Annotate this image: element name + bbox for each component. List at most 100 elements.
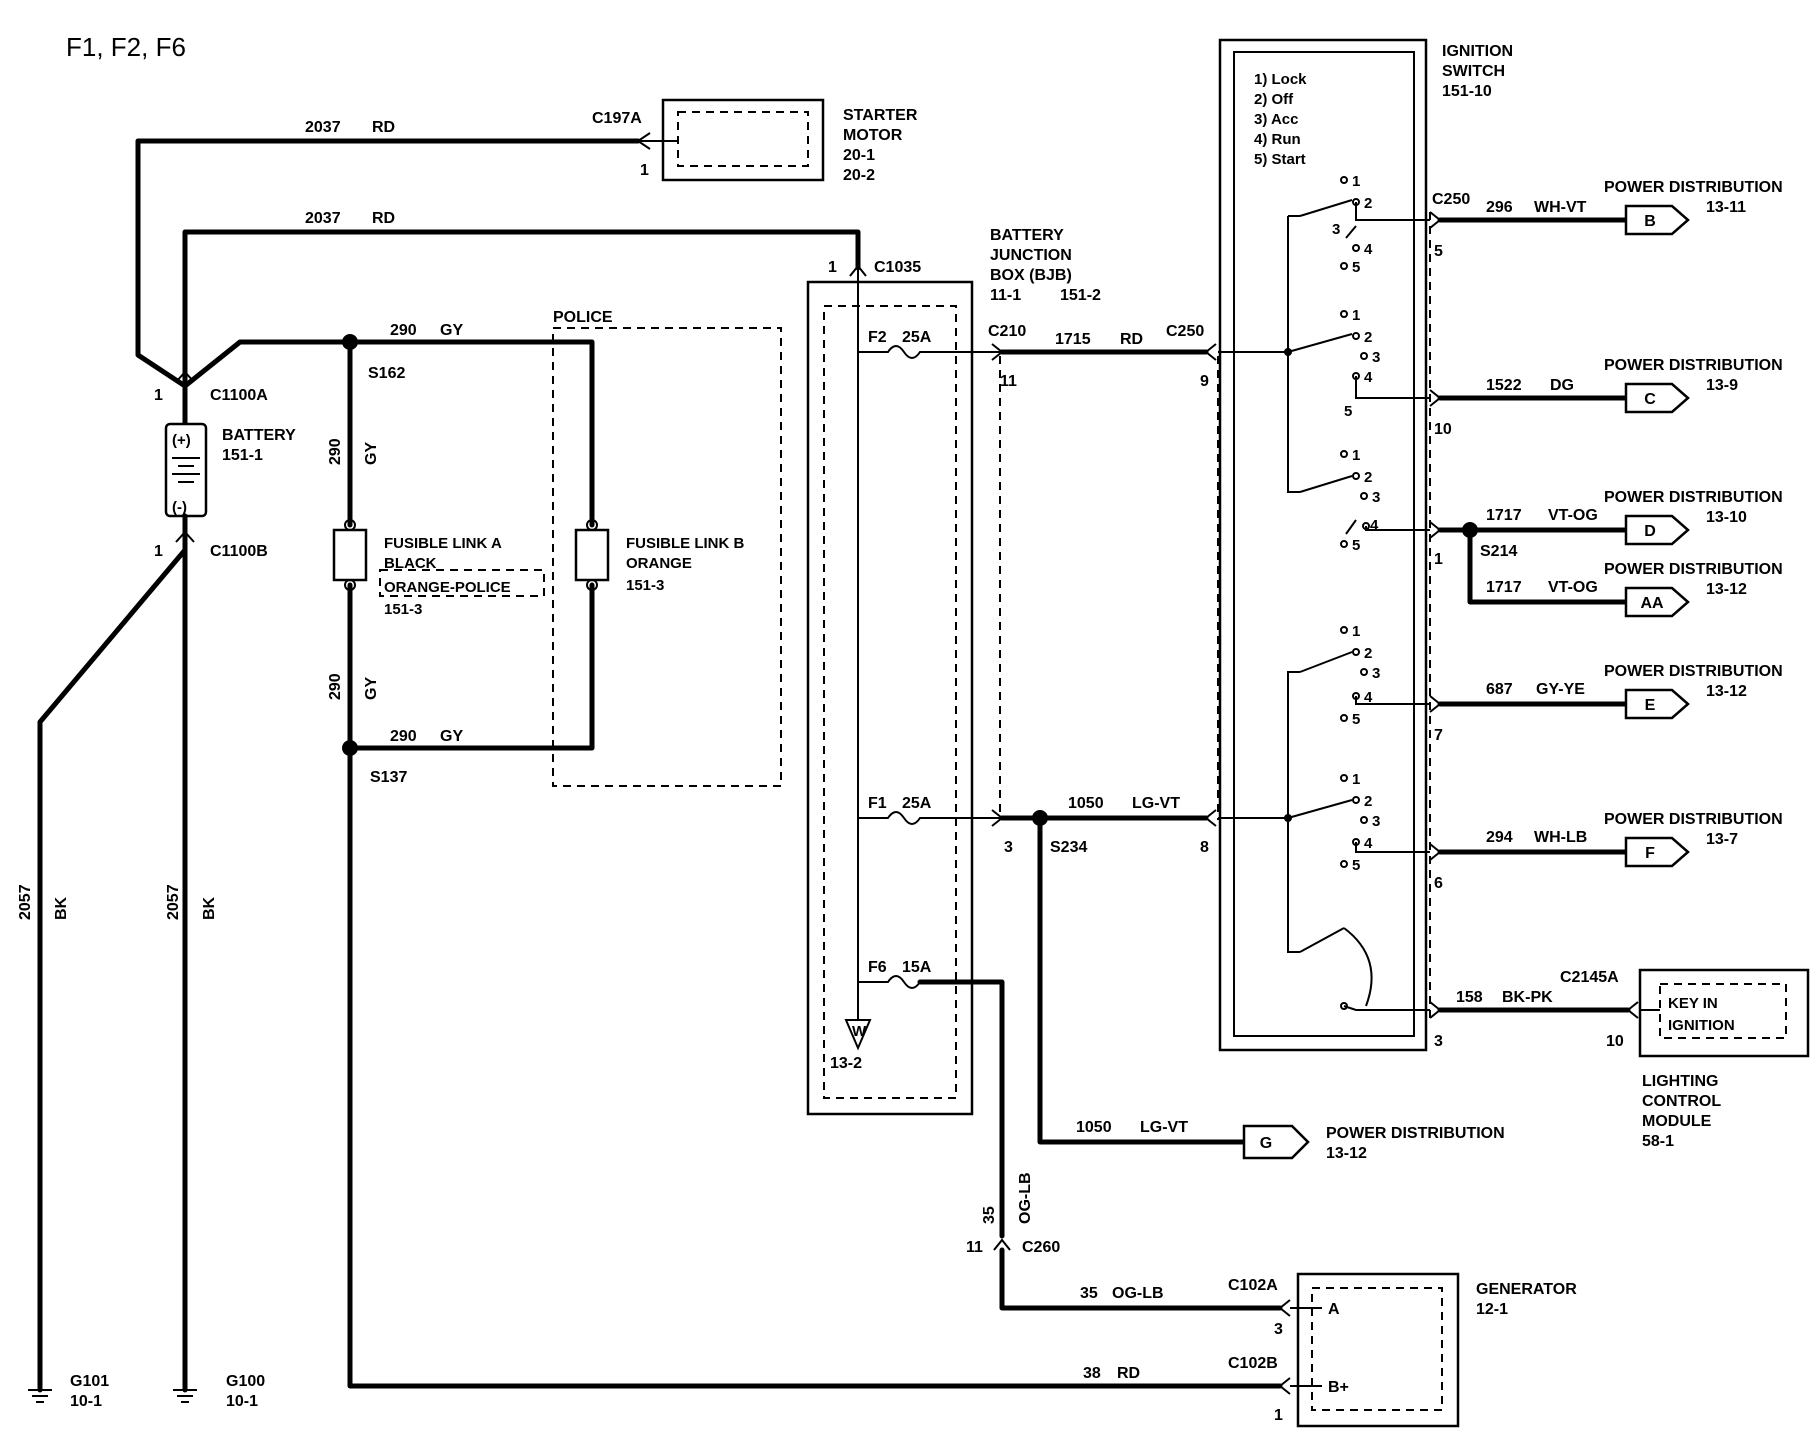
- fusible-link-a: [332, 519, 368, 591]
- connector-c102b: C102B: [1228, 1355, 1278, 1372]
- key-in-ignition-switch: [1299, 927, 1430, 1011]
- reference-w-ref: 13-2: [830, 1055, 862, 1072]
- pd-d-ref: 13-10: [1706, 509, 1747, 526]
- wire-1717-a-color: VT-OG: [1548, 507, 1598, 524]
- lighting-control-module: [1638, 968, 1810, 1058]
- connector-c102a: C102A: [1228, 1277, 1278, 1294]
- wire-1717-a-num: 1717: [1486, 507, 1522, 524]
- ground-g100-ref: 10-1: [226, 1393, 258, 1410]
- output-lcm: [1429, 1001, 1639, 1019]
- pd-d-label: POWER DISTRIBUTION: [1604, 489, 1783, 506]
- wire-296-color: WH-VT: [1534, 199, 1587, 216]
- wire-1715-num: 1715: [1055, 331, 1091, 348]
- ign-pos-2: 2) Off: [1254, 91, 1294, 108]
- starter-ref-2: 20-2: [843, 167, 875, 184]
- battery-junction-box: [806, 280, 974, 1116]
- bjb-ref-2: 151-2: [1060, 287, 1101, 304]
- deck5-c4: 4: [1364, 835, 1373, 852]
- fuse-f2-name: F2: [868, 329, 887, 346]
- connector-c1100b: C1100B: [210, 543, 268, 560]
- wire-1050-top-num: 1050: [1068, 795, 1104, 812]
- deck3-c2: 2: [1364, 469, 1372, 486]
- deck2-c1: 1: [1352, 307, 1360, 324]
- splice-s234: S234: [1050, 839, 1087, 856]
- switch-deck-2: 1 2 3 4 5: [1287, 307, 1430, 420]
- deck1-c2: 2: [1364, 195, 1372, 212]
- connector-c1100b-symbol: [175, 530, 195, 543]
- fuse-f1-name: F1: [868, 795, 887, 812]
- wire-1717-b-num: 1717: [1486, 579, 1522, 596]
- sw-pin-10: 10: [1434, 421, 1452, 438]
- connector-c197a: C197A: [592, 110, 642, 127]
- output-e: [1429, 695, 1629, 713]
- ign-pos-5: 5) Start: [1254, 151, 1306, 168]
- power-distribution-aa: AA: [1624, 586, 1690, 618]
- wire-290-vert-b-color: GY: [363, 677, 380, 700]
- battery-positive-label: (+): [172, 432, 191, 449]
- deck5-c5: 5: [1352, 857, 1360, 874]
- connector-c102b-symbol: [1278, 1377, 1291, 1395]
- pd-c-label: POWER DISTRIBUTION: [1604, 357, 1783, 374]
- wire-1050-bot-color: LG-VT: [1140, 1119, 1188, 1136]
- pd-e-ref: 13-12: [1706, 683, 1747, 700]
- deck2-c5: 5: [1344, 403, 1352, 420]
- splice-s137: S137: [370, 769, 407, 786]
- connector-f1-pin: 3: [1004, 839, 1013, 856]
- deck1-c4: 4: [1364, 241, 1373, 258]
- switch-deck-5: 1 2 3 4 5: [1287, 771, 1430, 874]
- wire-1050-bot-num: 1050: [1076, 1119, 1112, 1136]
- pd-b-label: POWER DISTRIBUTION: [1604, 179, 1783, 196]
- wire-2037-mid-num: 2037: [305, 210, 341, 227]
- fuse-f2: [858, 345, 1000, 359]
- pd-b-ref: 13-11: [1706, 199, 1746, 216]
- ignition-switch: [1218, 38, 1428, 1052]
- starter-name-1: STARTER: [843, 107, 918, 124]
- sw-pin-1: 1: [1434, 551, 1443, 568]
- ign-pos-1: 1) Lock: [1254, 71, 1307, 88]
- deck3-c3: 3: [1372, 489, 1380, 506]
- lcm-inner-1: KEY IN: [1668, 995, 1718, 1012]
- wire-290-top-num: 290: [390, 322, 417, 339]
- wire-35-vert-color: OG-LB: [1017, 1172, 1034, 1224]
- wire-2037-top-color: RD: [372, 119, 395, 136]
- fuse-f1: [858, 811, 1000, 825]
- wire-294-num: 294: [1486, 829, 1513, 846]
- deck3-c5: 5: [1352, 537, 1360, 554]
- switch-deck-4: 1 2 3 4 5: [1299, 623, 1430, 728]
- wire-2037-top: [135, 138, 641, 389]
- bjb-label-3: BOX (BJB): [990, 267, 1072, 284]
- diagram-title: F1, F2, F6: [66, 32, 186, 62]
- ground-g101-label: G101: [70, 1373, 109, 1390]
- connector-c210-pin: 11: [1000, 373, 1017, 390]
- output-b: [1429, 211, 1629, 229]
- ignition-switch-name-2: SWITCH: [1442, 63, 1505, 80]
- power-distribution-f: F: [1624, 836, 1690, 868]
- connector-c2145a: C2145A: [1560, 969, 1619, 986]
- wire-687-color: GY-YE: [1536, 681, 1585, 698]
- sw-pin-5: 5: [1434, 243, 1443, 260]
- connector-c250-switch: C250: [1432, 191, 1470, 208]
- fuse-f2-rating: 25A: [902, 329, 932, 346]
- police-option-box: [552, 327, 782, 787]
- fusible-link-a-police: ORANGE-POLICE: [384, 579, 511, 596]
- wire-290-from-battery: [182, 339, 353, 389]
- switch-deck-1: 1 2 3 4 5: [1288, 173, 1430, 276]
- wire-290-vert-a-num: 290: [327, 438, 344, 465]
- battery-name: BATTERY: [222, 427, 296, 444]
- wire-294-color: WH-LB: [1534, 829, 1587, 846]
- lighting-control-module-inner: [1659, 983, 1787, 1039]
- lcm-label-2: CONTROL: [1642, 1093, 1721, 1110]
- fusible-link-b-name: FUSIBLE LINK B: [626, 535, 744, 552]
- wire-290-top-color: GY: [440, 322, 463, 339]
- wire-35-horz-color: OG-LB: [1112, 1285, 1164, 1302]
- pd-f-letter: F: [1645, 845, 1655, 862]
- deck5-c3: 3: [1372, 813, 1380, 830]
- reference-w-letter: W: [852, 1023, 867, 1040]
- ignition-switch-inner: [1233, 51, 1415, 1037]
- connector-c102b-pin: 1: [1274, 1407, 1283, 1424]
- pd-e-letter: E: [1645, 697, 1656, 714]
- fusible-link-a-name: FUSIBLE LINK A: [384, 535, 502, 552]
- connector-c250-bjb: C250: [1166, 323, 1204, 340]
- generator: [1296, 1272, 1460, 1428]
- power-distribution-e: E: [1624, 688, 1690, 720]
